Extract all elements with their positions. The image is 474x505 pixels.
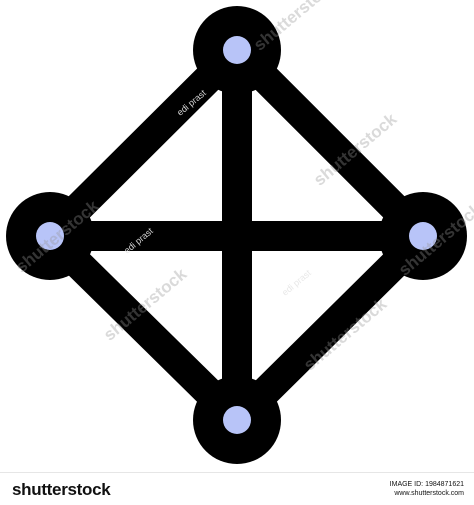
node-right — [379, 192, 467, 280]
node-top — [193, 6, 281, 94]
shutterstock-logo[interactable]: shutterstock — [12, 480, 111, 499]
site-url[interactable]: www.shutterstock.com — [394, 490, 464, 497]
edges — [35, 35, 438, 435]
image-id: IMAGE ID: 1984871621 — [389, 481, 464, 488]
node-bottom — [193, 376, 281, 464]
artwork: shutterstock shutterstock shutterstock s… — [6, 0, 474, 464]
footer-bar: shutterstock IMAGE ID: 1984871621 www.sh… — [0, 472, 474, 505]
node-left — [6, 192, 94, 280]
network-diamond-icon — [6, 6, 467, 464]
